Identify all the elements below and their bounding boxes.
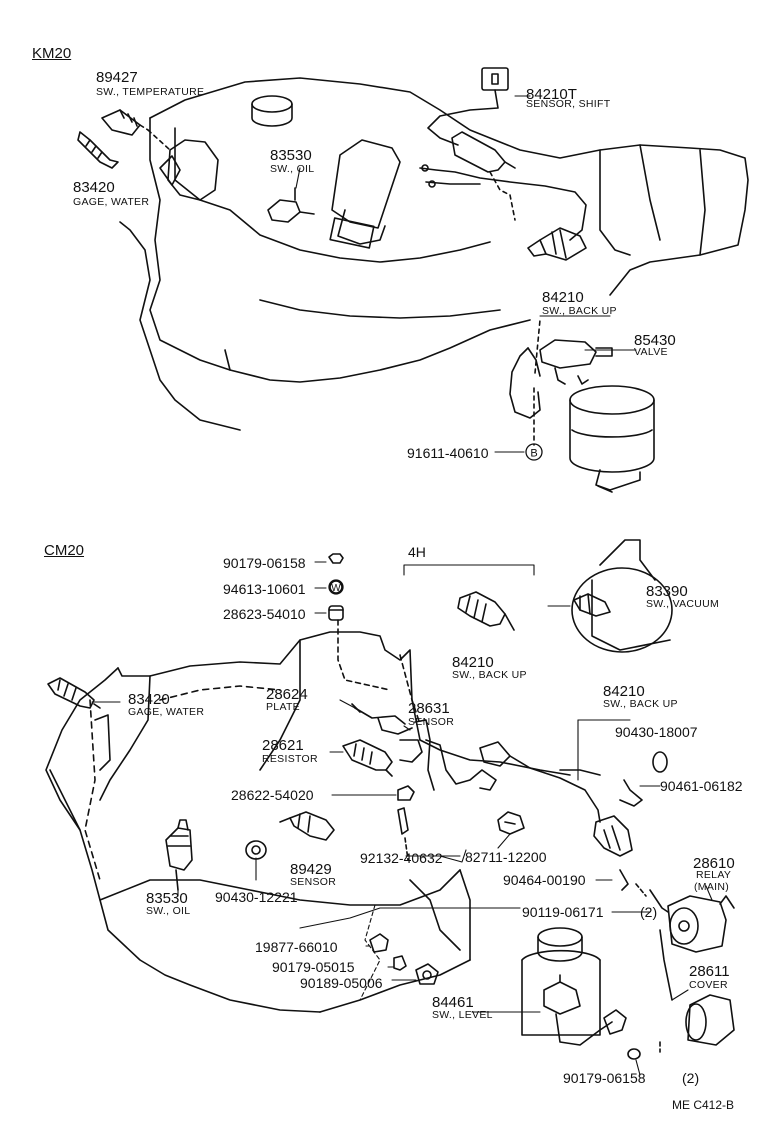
cm20-part-number-19877-66010: 19877-66010 — [255, 939, 338, 955]
cm20-part-number-84210-4h: 84210 — [452, 654, 494, 671]
cm20-part-number-90189-05006: 90189-05006 — [300, 975, 383, 991]
cm20-part-number-28611: 28611 — [689, 963, 730, 980]
cm20-part-number-83390: 83390 — [646, 583, 688, 600]
cm20-part-desc-28611: COVER — [689, 979, 728, 991]
cm20-gage-water-part — [47, 677, 101, 709]
cm20-part-number-82711-12200: 82711-12200 — [465, 849, 547, 865]
sw-oil-part — [267, 187, 315, 223]
circle-w-marker: W — [328, 579, 344, 595]
km20-part-number-84210: 84210 — [542, 289, 584, 306]
cm20-part-number-90430-18007: 90430-18007 — [615, 724, 698, 740]
km20-part-number-91611-40610: 91611-40610 — [407, 445, 489, 461]
cm20-part-desc-83390: SW., VACUUM — [646, 598, 720, 610]
cm20-part-number-94613-10601: 94613-10601 — [223, 581, 306, 597]
cm20-bottom-hardware — [369, 933, 439, 985]
cm20-part-desc-28624: PLATE — [266, 701, 300, 713]
km20-part-number-84210t: 84210T — [526, 86, 577, 103]
sensor-shift-part — [419, 67, 587, 241]
svg-text:W: W — [331, 583, 341, 594]
cm20-part-desc-83530: SW., OIL — [146, 905, 191, 917]
cm20-part-number-89429: 89429 — [290, 861, 332, 878]
cm20-leader-lines — [91, 561, 713, 1076]
cm20-sw-vacuum-part — [571, 539, 673, 653]
cm20-part-number-90461-06182: 90461-06182 — [660, 778, 743, 794]
cm20-part-number-28623-54010: 28623-54010 — [223, 606, 306, 622]
cm20-part-number-28622-54020: 28622-54020 — [231, 787, 314, 803]
cm20-part-number-83530: 83530 — [146, 890, 188, 907]
cm20-part-number-84210-side: 84210 — [603, 683, 645, 700]
cm20-part-desc-28610: RELAY — [696, 869, 732, 881]
km20-part-desc-83530: SW., OIL — [270, 163, 315, 175]
cm20-part-number-28621: 28621 — [262, 737, 304, 754]
cm20-sw-oil-part — [165, 819, 193, 891]
cm20-part-number-84461: 84461 — [432, 994, 474, 1011]
cm20-part-number-90119-06171: 90119-06171 — [522, 904, 604, 920]
cm20-part-number-90179-06158-b: 90179-06158 — [563, 1070, 646, 1086]
cm20-part-number-28631: 28631 — [408, 700, 450, 717]
sw-back-up-part — [527, 227, 587, 261]
cm20-small-hardware — [328, 553, 344, 621]
sw-temperature-part — [101, 109, 171, 151]
cm20-part-qty-90119-06171: (2) — [640, 904, 658, 920]
km20-part-number-89427: 89427 — [96, 69, 138, 86]
km20-part-desc-85430: VALVE — [634, 346, 668, 358]
km20-part-desc-84210: SW., BACK UP — [542, 305, 617, 317]
section-tag-4h: 4H — [408, 544, 426, 560]
km20-part-desc-84210t: SENSOR, SHIFT — [526, 98, 611, 110]
cm20-part-number-90179-05015: 90179-05015 — [272, 959, 355, 975]
cm20-part-number-90179-06158: 90179-06158 — [223, 555, 306, 571]
cm20-part-number-28610: 28610 — [693, 855, 735, 872]
svg-text:B: B — [530, 448, 537, 460]
cm20-part-number-90430-12221: 90430-12221 — [215, 889, 298, 905]
cm20-sw-level-part — [521, 927, 627, 1046]
circle-b-marker: B — [525, 443, 543, 461]
cm20-part-number-28624: 28624 — [266, 686, 308, 703]
cm20-part-desc-89429: SENSOR — [290, 876, 337, 888]
cm20-sw-back-up-4h — [457, 591, 515, 631]
section-title-km20: KM20 — [32, 45, 72, 62]
cm20-sw-back-up-side — [479, 719, 668, 857]
cm20-plate-sensor-resistor — [337, 619, 497, 791]
diagram-code: ME C412-B — [672, 1098, 735, 1112]
section-title-cm20: CM20 — [44, 542, 85, 559]
cm20-part-number-83420: 83420 — [128, 691, 170, 708]
cm20-part-desc-83420: GAGE, WATER — [128, 706, 205, 718]
gage-water-part — [77, 131, 119, 169]
km20-engine-block — [119, 77, 749, 431]
cm20-part-qty-90179-06158-b: (2) — [682, 1070, 700, 1086]
km20-part-number-83530: 83530 — [270, 147, 312, 164]
cm20-part-number-90464-00190: 90464-00190 — [503, 872, 586, 888]
valve-canister-part — [509, 319, 655, 493]
km20-part-number-85430: 85430 — [634, 332, 676, 349]
cm20-part-desc-28631: SENSOR — [408, 716, 455, 728]
cm20-part-number-92132-40632: 92132-40632 — [360, 850, 443, 866]
km20-part-number-83420: 83420 — [73, 179, 115, 196]
km20-leader-lines — [295, 95, 637, 453]
cm20-sensor-bolts — [245, 785, 525, 861]
km20-part-desc-89427: SW., TEMPERATURE — [96, 86, 205, 98]
km20-part-desc-83420: GAGE, WATER — [73, 196, 150, 208]
cm20-relay-cover-part — [619, 869, 735, 1060]
cm20-part-desc-84210-side: SW., BACK UP — [603, 698, 678, 710]
cm20-part-desc-84461: SW., LEVEL — [432, 1009, 493, 1021]
cm20-part-desc-84210-4h: SW., BACK UP — [452, 669, 527, 681]
cm20-part-desc-28610-main: (MAIN) — [694, 881, 730, 893]
cm20-part-desc-28621: RESISTOR — [262, 753, 318, 765]
cm20-engine-block — [45, 631, 601, 1013]
